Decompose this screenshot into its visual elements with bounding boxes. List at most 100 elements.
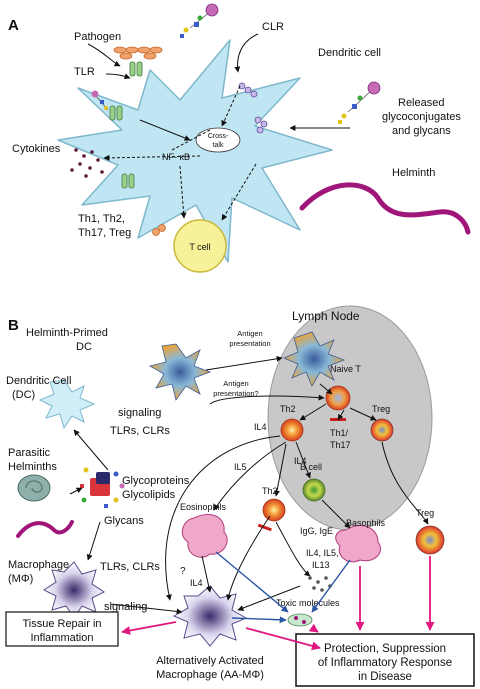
treg-ln-cell [370, 418, 394, 442]
naive-t-label: Naive T [330, 364, 361, 374]
t-cell-label: T cell [189, 242, 210, 252]
th2-ln-cell [280, 418, 304, 442]
macrophage-label-2: (MΦ) [8, 573, 33, 585]
pathogen-label: Pathogen [74, 31, 121, 43]
toxic-molecules-label: Toxic molecules [276, 598, 340, 608]
lymph-node-label: Lymph Node [292, 309, 360, 323]
glycoconjugate-cluster [80, 467, 125, 508]
glycoproteins-label: Glycoproteins [122, 475, 190, 487]
helminth-worm-b [16, 520, 74, 538]
th1-th17-label-2: Th17 [330, 440, 351, 450]
antigen-presentation-2: presentation [229, 339, 270, 348]
th2-inhibition-bar [257, 523, 272, 532]
il-dots [308, 576, 332, 592]
glycan-icon-left [91, 90, 109, 111]
panel-a-label: A [8, 17, 19, 34]
th-subsets-label-1: Th1, Th2, [78, 213, 125, 225]
helminth-primed-label-1: Helminth-Primed [26, 327, 108, 339]
question-label: ? [180, 566, 186, 577]
signaling-bottom-label: signaling [104, 601, 147, 613]
il5-label: IL5 [234, 462, 247, 472]
tlrs-clrs-top-label: TLRs, CLRs [110, 425, 170, 437]
tlr-receptor [109, 61, 143, 189]
igg-ige-label: IgG, IgE [300, 526, 333, 536]
cytokines-label: Cytokines [12, 143, 61, 155]
th2-ln-label: Th2 [280, 404, 296, 414]
tissue-repair-label-2: Inflammation [31, 632, 94, 644]
aa-macrophage-icon [172, 585, 248, 647]
aa-macrophage-label-2: Macrophage (AA-MΦ) [156, 669, 264, 681]
th-subsets-label-2: Th17, Treg [78, 227, 131, 239]
treg-out-label: Treg [416, 508, 434, 518]
panel-a-arrows [87, 33, 350, 221]
macrophage-label-1: Macrophage [8, 559, 69, 571]
basophil-cell [335, 525, 382, 563]
crosstalk-label-2: talk [213, 142, 224, 149]
treg-out-cell [415, 525, 445, 555]
helminth-snail-icon [17, 474, 51, 502]
blue-arrows [215, 551, 351, 624]
pathogen-icon [113, 46, 163, 60]
helminth-primed-label-2: DC [76, 341, 92, 353]
tlr-label: TLR [74, 66, 95, 78]
crosstalk-bubble [195, 127, 241, 153]
toxic-molecules-icon [287, 613, 313, 627]
macrophage-icon [43, 561, 105, 619]
antigen-presentation-1: Antigen [237, 329, 262, 338]
parasitic-label-2: Helminths [8, 461, 57, 473]
helminth-worm-a [299, 182, 471, 235]
released-label-1: Released [398, 97, 444, 109]
parasitic-label-1: Parasitic [8, 447, 51, 459]
panel-b-arrows [69, 355, 429, 615]
signaling-top-label: signaling [118, 407, 161, 419]
helminth-primed-dc-icon [148, 343, 212, 401]
tissue-repair-label-1: Tissue Repair in [22, 618, 101, 630]
panel-b-label: B [8, 317, 19, 334]
th2-out-cell [262, 498, 286, 522]
dendritic-cell-label: Dendritic cell [318, 47, 381, 59]
eosinophil-cell [181, 514, 228, 558]
magenta-arrows [121, 556, 435, 651]
released-label-2: glycoconjugates [382, 111, 461, 123]
t-cell [173, 219, 227, 273]
naive-t-cell [325, 385, 351, 411]
treg-ln-label: Treg [372, 404, 390, 414]
tcr-receptor [152, 224, 166, 236]
antigen-presentation-q-2: presentation? [213, 389, 258, 398]
protection-box [295, 633, 475, 687]
dendritic-cell-b-label-1: Dendritic Cell [6, 375, 71, 387]
clr-label: CLR [262, 21, 284, 33]
th1-th17-label-1: Th1/ [330, 428, 349, 438]
cytokine-dots [70, 148, 104, 178]
lymph-node [267, 305, 433, 531]
il-group-label-2: IL13 [312, 560, 330, 570]
dendritic-cell-b-label-2: (DC) [12, 389, 35, 401]
th2-out-label: Th2 [262, 486, 278, 496]
aa-macrophage-label-1: Alternatively Activated [156, 655, 264, 667]
tlrs-clrs-bottom-label: TLRs, CLRs [100, 561, 160, 573]
lymph-node-dc-icon [282, 331, 346, 387]
glycolipids-label: Glycolipids [122, 489, 176, 501]
tissue-repair-box [5, 611, 119, 647]
glycans-label: Glycans [104, 515, 144, 527]
dendritic-cell-b-icon [38, 379, 96, 430]
clr-receptor [238, 82, 268, 134]
helminth-label: Helminth [392, 167, 435, 179]
protection-label-3: in Disease [358, 671, 412, 683]
antigen-presentation-q-1: Antigen [223, 379, 248, 388]
il4-label-a: IL4 [254, 422, 267, 432]
released-label-3: and glycans [392, 125, 451, 137]
b-cell [302, 478, 326, 502]
glycan-icon-released [338, 81, 381, 124]
il4-label-c: IL4 [190, 578, 203, 588]
protection-label-1: Protection, Suppression [324, 643, 446, 655]
eosinophils-label: Eosinophils [180, 502, 227, 512]
crosstalk-label-1: Cross- [208, 133, 229, 140]
il-group-label-1: IL4, IL5, [306, 548, 339, 558]
glycan-icon-top [180, 3, 219, 38]
il4-label-b: IL4 [294, 456, 307, 466]
b-cell-label: B cell [300, 462, 322, 472]
basophils-label: Basophils [346, 518, 386, 528]
protection-label-2: of Inflammatory Response [318, 657, 452, 669]
